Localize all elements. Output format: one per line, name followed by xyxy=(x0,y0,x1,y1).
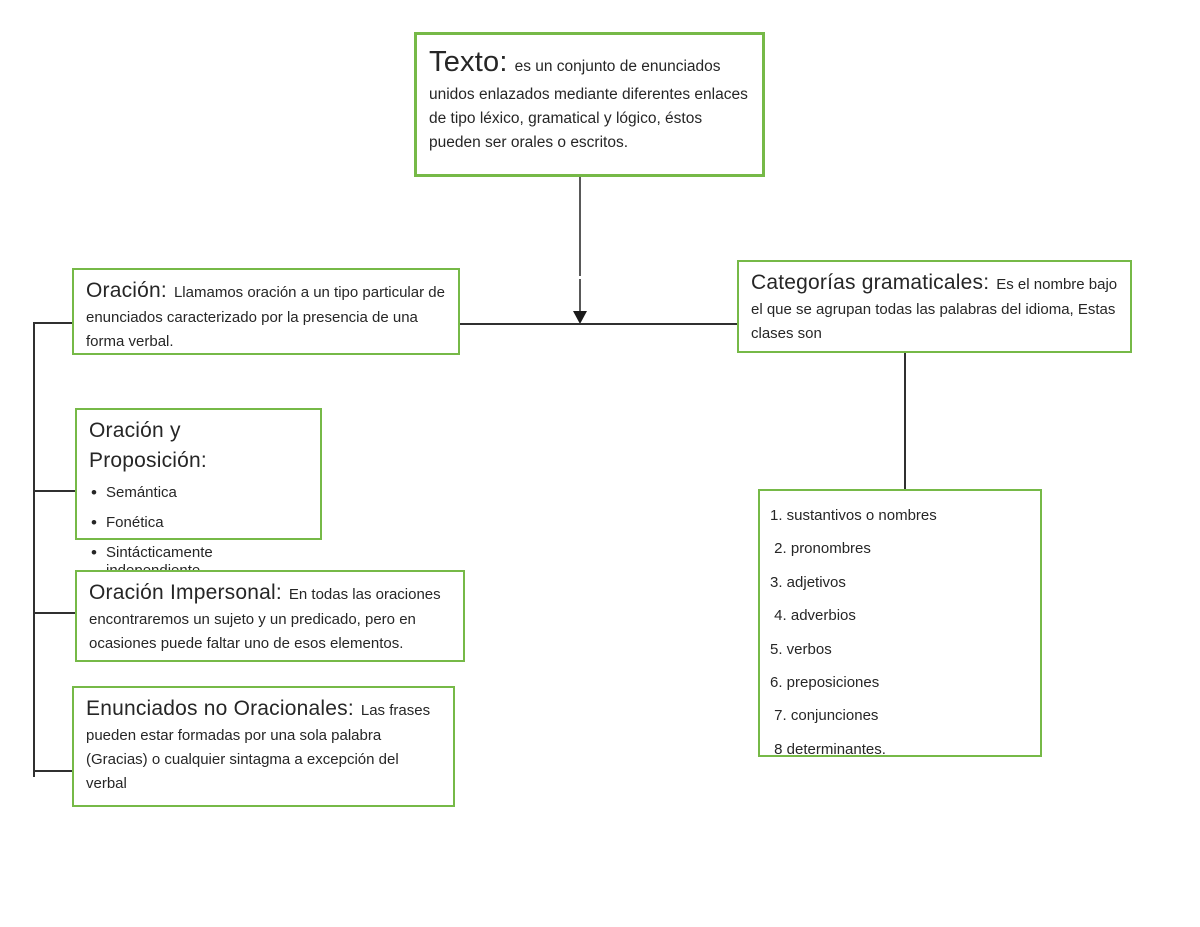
connector-branch-enunciados xyxy=(33,770,72,772)
list-item: 7. conjunciones xyxy=(770,707,879,725)
impersonal-box: Oración Impersonal:En todas las oracione… xyxy=(75,570,465,662)
categorias-body: Es el nombre bajo el que se agrupan toda… xyxy=(751,276,1118,342)
list-item: 6. preposiciones xyxy=(770,674,880,692)
texto-box: Texto:es un conjunto de enunciados unido… xyxy=(414,32,765,177)
oracion-body: Llamamos oración a un tipo particular de… xyxy=(86,284,445,350)
categorias-title: Categorías gramaticales: xyxy=(751,271,990,294)
bullet-item: Fonética xyxy=(91,514,310,532)
proposicion-box: Oración y Proposición: Semántica Fonétic… xyxy=(75,408,322,579)
texto-body: es un conjunto de enunciados unidos enla… xyxy=(429,58,748,151)
enunciados-box: Enunciados no Oracionales:Las frases pue… xyxy=(72,686,455,807)
connector-texto-stem-lower xyxy=(579,279,581,312)
oracion-title: Oración: xyxy=(86,279,167,302)
proposicion-title: Oración y Proposición: xyxy=(89,419,207,472)
list-item: 3. adjetivos xyxy=(770,573,846,591)
list-item: 5. verbos xyxy=(770,640,832,658)
enunciados-title: Enunciados no Oracionales: xyxy=(86,697,354,720)
bullet-item: Semántica xyxy=(91,484,310,502)
list-item: 4. adverbios xyxy=(770,607,856,625)
list-item: 2. pronombres xyxy=(770,540,871,558)
connector-branch-impersonal xyxy=(33,612,75,614)
connector-branch-proposicion xyxy=(33,490,75,492)
impersonal-body: En todas las oraciones encontraremos un … xyxy=(89,586,441,652)
connector-branch-oracion xyxy=(33,322,72,324)
proposicion-bullet-list: Semántica Fonética Sintácticamente indep… xyxy=(77,484,320,580)
list-item: 1. sustantivos o nombres xyxy=(770,507,937,524)
connector-left-rail xyxy=(33,322,35,777)
oracion-box: Oración:Llamamos oración a un tipo parti… xyxy=(72,268,460,355)
arrow-down-icon xyxy=(573,311,587,324)
connector-horizontal-center xyxy=(460,323,737,325)
list-item: 8 determinantes. xyxy=(770,740,886,758)
texto-title: Texto: xyxy=(429,46,508,78)
connector-categorias-list xyxy=(904,353,906,489)
categorias-box: Categorías gramaticales:Es el nombre baj… xyxy=(737,260,1132,353)
impersonal-title: Oración Impersonal: xyxy=(89,581,282,604)
categoria-list: 1. sustantivos o nombres 2. pronombres 3… xyxy=(760,491,1040,766)
enunciados-body: Las frases pueden estar formadas por una… xyxy=(86,702,431,792)
connector-texto-stem-upper xyxy=(579,177,581,276)
categoria-list-box: 1. sustantivos o nombres 2. pronombres 3… xyxy=(758,489,1042,758)
